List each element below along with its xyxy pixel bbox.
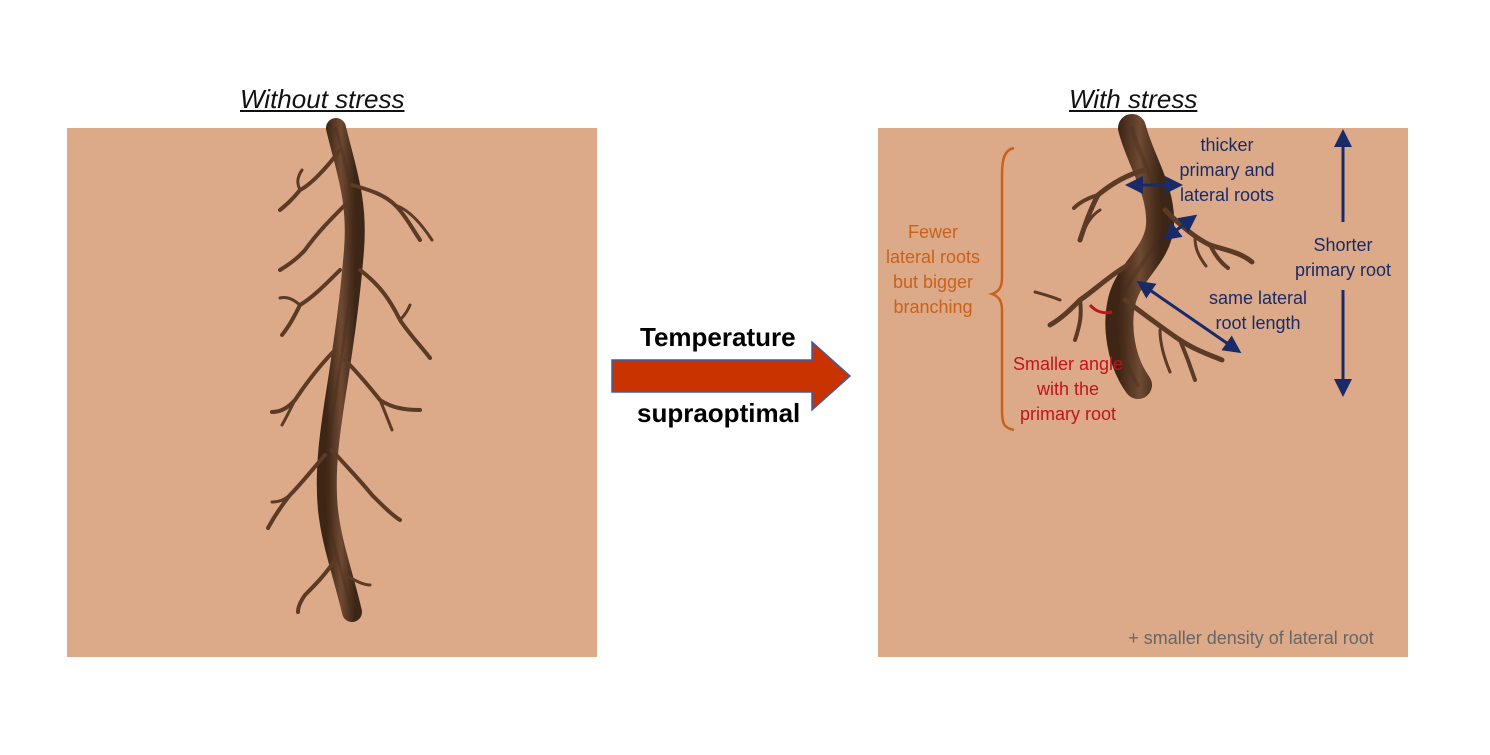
without-stress-title: Without stress [240, 84, 405, 114]
arrow-label-temperature: Temperature [640, 322, 796, 352]
annotation-density: + smaller density of lateral root [1128, 628, 1374, 648]
annotation-smaller-angle: Smaller angle with the primary root [1006, 352, 1130, 427]
orange-brace [988, 146, 1015, 432]
temperature-arrow [611, 340, 852, 412]
annotation-same-length: same lateral root length [1204, 286, 1312, 336]
lateral-length-arrow [1136, 280, 1242, 354]
annotation-line: same lateral [1208, 288, 1308, 308]
annotation-line: lateral roots [885, 247, 981, 267]
root-without-stress [266, 118, 434, 622]
annotation-line: primary and [1179, 160, 1275, 180]
with-stress-title: With stress [1069, 84, 1198, 114]
angle-arc [1088, 303, 1113, 315]
annotation-line: lateral roots [1179, 185, 1275, 205]
annotation-line: with the [1036, 379, 1100, 399]
annotation-thicker-roots: thicker primary and lateral roots [1174, 133, 1280, 208]
annotation-fewer-lateral: Fewer lateral roots but bigger branching [880, 220, 986, 320]
annotation-line: branching [893, 297, 973, 317]
annotation-line: primary root [1019, 404, 1117, 424]
annotation-line: Fewer [907, 222, 958, 242]
annotation-line: Smaller angle [1012, 354, 1124, 374]
thicker-lateral-arrow [1162, 214, 1198, 241]
annotation-shorter-root: Shorter primary root [1283, 233, 1403, 283]
annotation-line: root length [1215, 313, 1301, 333]
annotation-line: but bigger [892, 272, 974, 292]
annotation-line: thicker [1200, 135, 1254, 155]
annotation-line: primary root [1294, 260, 1392, 280]
annotation-line: Shorter [1313, 235, 1373, 255]
arrow-label-supraoptimal: supraoptimal [637, 398, 801, 428]
